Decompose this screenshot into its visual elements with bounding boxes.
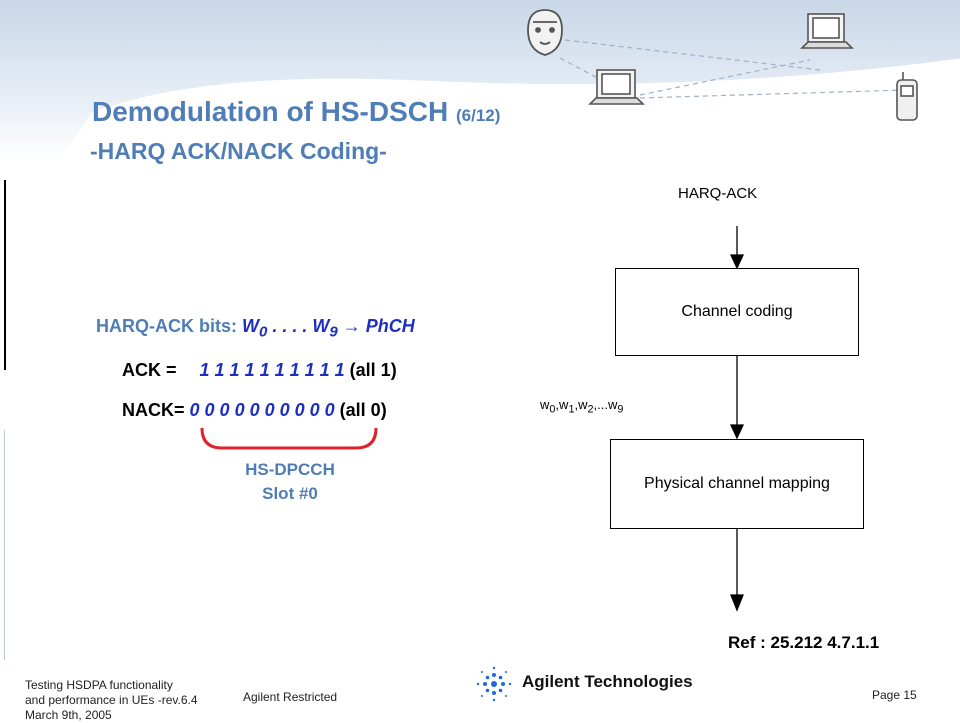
ack-label: ACK = [122, 360, 177, 380]
bits-brace [200, 427, 378, 450]
channel-coding-box: Channel coding [615, 268, 859, 356]
brace-label-hs-dpcch: HS-DPCCH [245, 460, 335, 479]
agilent-logo-icon [476, 666, 512, 702]
footer-restricted: Agilent Restricted [243, 690, 338, 704]
laptop-icon [800, 13, 854, 49]
reference-label: Ref : 25.212 4.7.1.1 [728, 633, 880, 652]
ack-line: ACK = 1 1 1 1 1 1 1 1 1 1 (all 1) [122, 360, 397, 381]
nack-note: (all 0) [339, 400, 387, 420]
footer-doc-title-line1: Testing HSDPA functionality [25, 678, 173, 692]
harq-ack-bits-line: HARQ-ACK bits: W0 . . . . W9 → PhCH [96, 316, 415, 341]
slide-subtitle: -HARQ ACK/NACK Coding- [90, 138, 387, 164]
page-number: Page 15 [872, 688, 917, 702]
nack-label: NACK= [122, 400, 185, 420]
header-banner [0, 0, 960, 160]
slide-counter: (6/12) [456, 106, 501, 125]
left-edge-rule [4, 430, 5, 660]
nack-line: NACK= 0 0 0 0 0 0 0 0 0 0 (all 0) [122, 400, 387, 421]
ack-note: (all 1) [349, 360, 397, 380]
arrow-right-icon: → [342, 316, 361, 336]
footer-doc-title-line2: and performance in UEs -rev.6.4 [25, 693, 198, 707]
w0-symbol: W0 [242, 316, 268, 341]
ack-bits: 1 1 1 1 1 1 1 1 1 1 [199, 360, 345, 380]
physical-channel-mapping-box: Physical channel mapping [610, 439, 864, 529]
laptop-icon [588, 69, 645, 105]
phch-label: PhCH [365, 316, 415, 336]
slide-title: Demodulation of HS-DSCH (6/12) [92, 95, 500, 133]
w9-symbol: W9 [312, 316, 338, 341]
footer-date: March 9th, 2005 [25, 708, 112, 722]
slide-title-text: Demodulation of HS-DSCH [92, 96, 449, 127]
person-icon [527, 9, 563, 56]
company-name: Agilent Technologies [522, 672, 693, 691]
harq-ack-bits-label: HARQ-ACK bits: [96, 316, 237, 336]
flow-input-label: HARQ-ACK [678, 185, 758, 202]
left-edge-rule [4, 180, 6, 370]
mobile-phone-icon [896, 72, 918, 121]
brace-label-slot: Slot #0 [262, 484, 318, 503]
w-sequence-label: w0,w1,w2,...w9 [540, 397, 624, 416]
nack-bits: 0 0 0 0 0 0 0 0 0 0 [189, 400, 335, 420]
bits-dots: . . . . [267, 316, 313, 336]
